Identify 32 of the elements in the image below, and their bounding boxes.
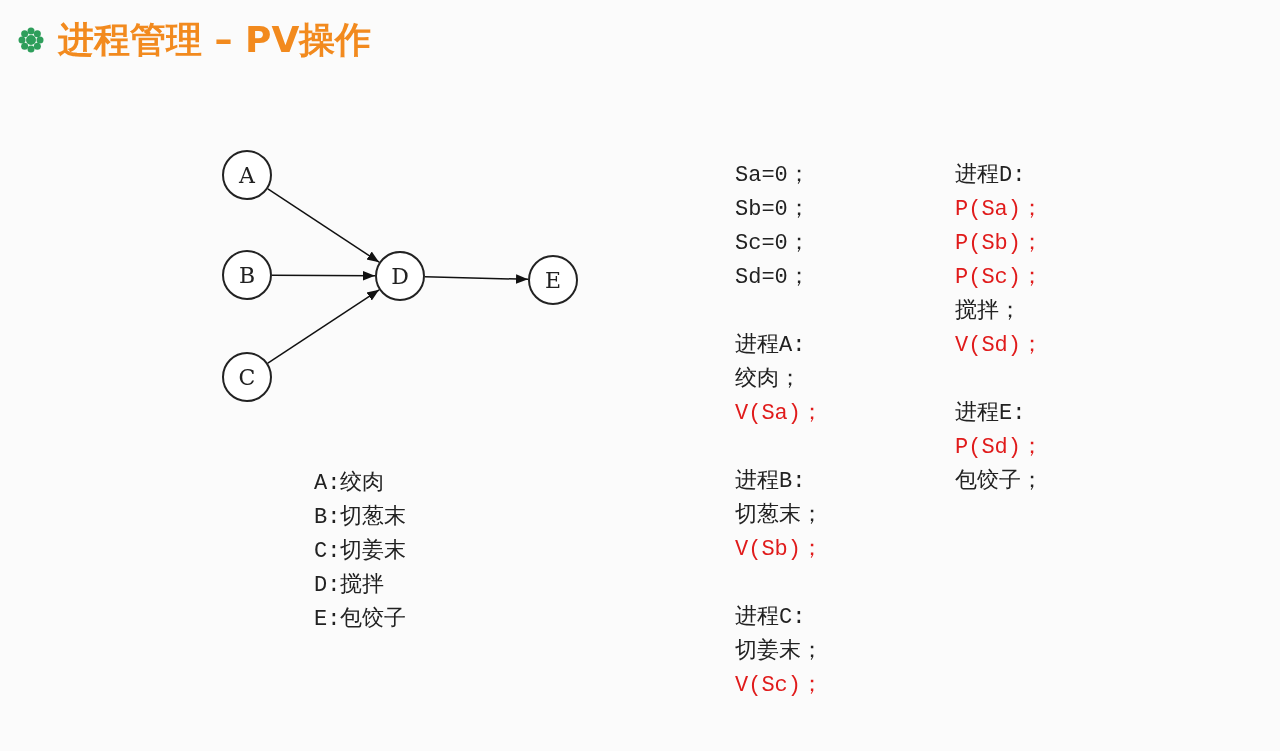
- arrow: [424, 274, 529, 284]
- text-line: E:包饺子: [314, 606, 407, 634]
- arrow: [271, 270, 376, 281]
- text-line: B:切葱末: [314, 504, 407, 532]
- text-line: 切葱末；: [735, 502, 823, 530]
- text-line: 进程D:: [955, 162, 1026, 190]
- text-line: 进程B:: [735, 468, 806, 496]
- text-line: D:搅拌: [314, 572, 385, 600]
- text-line: C:切姜末: [314, 538, 407, 566]
- code-line: V(Sa)；: [735, 400, 823, 428]
- text-line: 搅拌；: [955, 298, 1021, 326]
- slide-title: 进程管理 – PV操作: [58, 22, 372, 58]
- text-line: Sb=0；: [735, 196, 810, 224]
- code-line: V(Sc)；: [735, 672, 823, 700]
- code-line: V(Sd)；: [955, 332, 1043, 360]
- arrow: [267, 188, 380, 263]
- text-line: Sd=0；: [735, 264, 810, 292]
- text-line: Sc=0；: [735, 230, 810, 258]
- text-line: 绞肉；: [735, 366, 801, 394]
- text-line: 切姜末；: [735, 638, 823, 666]
- code-line: P(Sc)；: [955, 264, 1043, 292]
- text-line: 包饺子；: [955, 468, 1043, 496]
- code-line: P(Sb)；: [955, 230, 1043, 258]
- code-line: P(Sd)；: [955, 434, 1043, 462]
- text-line: A:绞肉: [314, 470, 385, 498]
- text-line: Sa=0；: [735, 162, 810, 190]
- code-line: V(Sb)；: [735, 536, 823, 564]
- arrow: [267, 289, 380, 364]
- text-line: 进程A:: [735, 332, 806, 360]
- text-line: 进程C:: [735, 604, 806, 632]
- text-line: 进程E:: [955, 400, 1026, 428]
- code-line: P(Sa)；: [955, 196, 1043, 224]
